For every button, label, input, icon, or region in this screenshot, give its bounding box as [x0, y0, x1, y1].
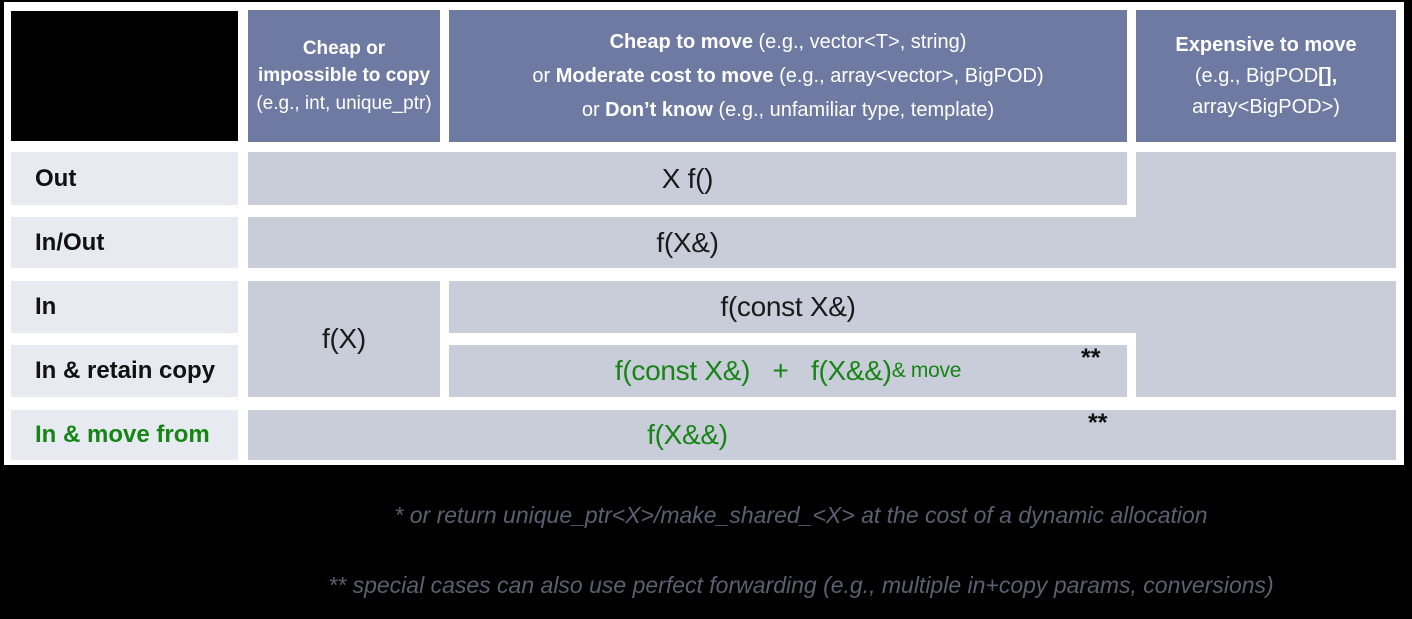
header-expensive-to-move-text: Expensive to move(e.g., BigPOD[],array<B…	[1175, 33, 1357, 118]
header-expensive-to-move: Expensive to move(e.g., BigPOD[],array<B…	[1136, 10, 1396, 142]
row-label-in: In	[11, 281, 238, 333]
header-cheap-to-move-text: Cheap to move (e.g., vector<T>, string)o…	[532, 31, 1044, 121]
cell-retain-copy-text: f(const X&) + f(X&&) & move	[614, 355, 962, 386]
footnote-perfect-forwarding: ** special cases can also use perfect fo…	[328, 572, 1274, 598]
cell-out-xf: X f()	[248, 152, 1127, 205]
cell-move-from: f(X&&) **	[248, 410, 1396, 460]
row-label-in-text: In	[35, 293, 57, 320]
move-from-footnote-marker: **	[1088, 409, 1108, 437]
row-label-in-retain-copy: In & retain copy	[11, 345, 238, 397]
row-label-in-retain-copy-text: In & retain copy	[35, 357, 216, 384]
row-label-in-move-from: In & move from	[11, 410, 238, 460]
cell-inout-fxref-text: f(X&)	[656, 226, 719, 258]
row-label-inout: In/Out	[11, 217, 238, 268]
footnote-dynamic-allocation: * or return unique_ptr<X>/make_shared_<X…	[394, 502, 1208, 528]
cell-in-fconstxref-text: f(const X&)	[720, 291, 856, 322]
cell-in-fconstxref: f(const X&)	[449, 281, 1396, 333]
row-label-in-move-from-text: In & move from	[35, 421, 210, 448]
cell-out-xf-text: X f()	[661, 162, 714, 194]
retain-copy-footnote-marker: **	[1081, 344, 1101, 372]
cell-expensive-in-retain-merge	[1136, 333, 1396, 397]
row-label-inout-text: In/Out	[35, 228, 105, 256]
header-cheap-to-copy: Cheap or impossible to copy (e.g., int, …	[248, 10, 440, 142]
cell-in-fx-text: f(X)	[322, 323, 366, 354]
header-cheap-to-move: Cheap to move (e.g., vector<T>, string)o…	[449, 10, 1127, 142]
cell-retain-copy: f(const X&) + f(X&&) & move **	[449, 345, 1127, 397]
cell-move-from-text: f(X&&)	[647, 419, 728, 450]
row-label-out: Out	[11, 152, 238, 205]
row-label-out-text: Out	[35, 164, 77, 192]
header-cheap-to-copy-text: Cheap or impossible to copy (e.g., int, …	[256, 37, 432, 114]
cell-inout-fxref: f(X&)	[248, 217, 1396, 268]
black-corner-box	[11, 11, 238, 141]
cell-in-fx-merged: f(X)	[248, 281, 440, 397]
